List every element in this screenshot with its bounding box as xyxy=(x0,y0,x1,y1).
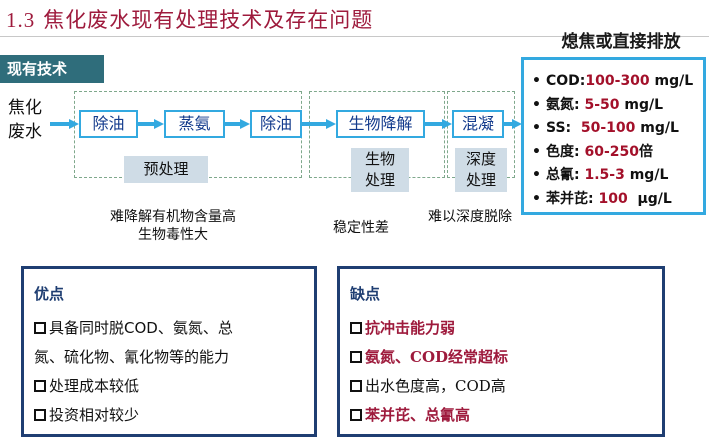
stage-label-line: 生物 xyxy=(364,150,395,168)
discharge-unit: mg/L xyxy=(635,120,679,136)
discharge-label: 色度: xyxy=(546,143,585,160)
list-item-text: 氨氮、COD经常超标 xyxy=(365,348,509,366)
discharge-row-cod: • COD:100-300 mg/L xyxy=(532,70,697,94)
note-deep-treatment: 难以深度脱除 xyxy=(428,209,512,225)
list-item: 具备同时脱COD、氨氮、总 xyxy=(34,314,310,343)
discharge-unit: μg/L xyxy=(627,190,672,207)
checkbox-square-icon xyxy=(350,322,362,334)
discharge-row-cyanide: • 总氰: 1.5-3 mg/L xyxy=(532,164,697,188)
discharge-label: 氨氮: xyxy=(546,96,585,113)
discharge-row-bap: • 苯并芘: 100 μg/L xyxy=(532,188,697,212)
list-item: 抗冲击能力弱 xyxy=(350,314,658,343)
discharge-value: 5-50 xyxy=(584,96,620,113)
bullet-icon: • xyxy=(532,120,541,136)
flow-arrow xyxy=(302,119,336,129)
title-number: 1.3 xyxy=(6,8,36,32)
discharge-label: COD: xyxy=(546,73,586,89)
discharge-label: 苯并芘: xyxy=(546,190,599,207)
flow-arrow xyxy=(504,119,522,129)
stage-label-line: 深度 xyxy=(465,150,496,168)
discharge-unit: mg/L xyxy=(624,167,669,183)
bullet-icon: • xyxy=(532,73,541,89)
flow-arrow xyxy=(138,119,164,129)
checkbox-square-icon xyxy=(350,409,362,421)
flow-arrow xyxy=(425,119,452,129)
disadvantages-title: 缺点 xyxy=(350,285,381,303)
list-item-text: 氮、硫化物、氰化物等的能力 xyxy=(34,348,230,366)
bullet-icon: • xyxy=(532,143,541,160)
note-bio-treatment: 稳定性差 xyxy=(333,220,389,236)
discharge-title: 熄焦或直接排放 xyxy=(561,32,681,52)
discharge-row-chroma: • 色度: 60-250倍 xyxy=(532,141,697,165)
list-item: 投资相对较少 xyxy=(34,401,310,430)
flow-arrow xyxy=(225,119,250,129)
process-step-oil-removal-1: 除油 xyxy=(79,110,138,138)
list-item: 出水色度高，COD高 xyxy=(350,372,658,401)
title-divider xyxy=(0,36,709,37)
note-pretreatment: 难降解有机物含量高 生物毒性大 xyxy=(98,208,248,244)
advantages-panel: 优点 具备同时脱COD、氨氮、总 氮、硫化物、氰化物等的能力 处理成本较低 投资… xyxy=(21,266,317,437)
raw-water-label: 焦化废水 xyxy=(8,98,42,142)
list-item: 处理成本较低 xyxy=(34,372,310,401)
list-item: 氨氮、COD经常超标 xyxy=(350,343,658,372)
process-step-coagulation: 混凝 xyxy=(452,110,504,138)
list-item-text: 苯并芘、总氰高 xyxy=(365,406,471,424)
disadvantages-list: 抗冲击能力弱 氨氮、COD经常超标 出水色度高，COD高 苯并芘、总氰高 xyxy=(350,314,658,430)
note-line: 难降解有机物含量高 xyxy=(110,209,236,225)
stage-label-line: 处理 xyxy=(465,171,496,189)
bullet-icon: • xyxy=(532,190,541,207)
section-label: 现有技术 xyxy=(0,55,104,83)
discharge-value: 50-100 xyxy=(580,120,636,136)
process-step-biodegradation: 生物降解 xyxy=(336,110,425,138)
checkbox-square-icon xyxy=(350,380,362,392)
bullet-icon: • xyxy=(532,96,541,113)
discharge-unit: 倍 xyxy=(639,143,654,160)
discharge-value: 1.5-3 xyxy=(584,167,625,183)
checkbox-square-icon xyxy=(350,351,362,363)
discharge-spec-box: • COD:100-300 mg/L • 氨氮: 5-50 mg/L • SS: 50… xyxy=(521,57,706,215)
list-item-text: 投资相对较少 xyxy=(49,406,140,424)
note-line: 生物毒性大 xyxy=(138,227,208,243)
list-item-text: 抗冲击能力弱 xyxy=(365,319,456,337)
advantages-title: 优点 xyxy=(34,285,65,303)
advantages-list: 具备同时脱COD、氨氮、总 氮、硫化物、氰化物等的能力 处理成本较低 投资相对较… xyxy=(34,314,310,430)
discharge-value: 60-250 xyxy=(584,143,640,160)
list-item-text: 出水色度高，COD高 xyxy=(365,377,506,395)
list-item-text: 具备同时脱COD、氨氮、总 xyxy=(49,319,233,337)
discharge-row-ammonia: • 氨氮: 5-50 mg/L xyxy=(532,94,697,118)
checkbox-square-icon xyxy=(34,409,46,421)
discharge-label: 总氰: xyxy=(546,167,585,183)
checkbox-square-icon xyxy=(34,322,46,334)
discharge-value: 100 xyxy=(598,190,628,207)
bullet-icon: • xyxy=(532,167,541,183)
disadvantages-panel: 缺点 抗冲击能力弱 氨氮、COD经常超标 出水色度高，COD高 苯并芘、总氰高 xyxy=(337,266,665,437)
stage-label-bio-treatment: 生物 处理 xyxy=(351,148,409,192)
checkbox-square-icon xyxy=(34,380,46,392)
title-text: 焦化废水现有处理技术及存在问题 xyxy=(43,8,374,32)
discharge-row-ss: • SS: 50-100 mg/L xyxy=(532,117,697,141)
stage-label-line: 处理 xyxy=(364,171,395,189)
flow-arrow xyxy=(50,119,79,129)
process-step-oil-removal-2: 除油 xyxy=(250,110,302,138)
stage-label-deep-treatment: 深度 处理 xyxy=(455,148,507,192)
page-title: 1.3 焦化废水现有处理技术及存在问题 xyxy=(6,4,373,34)
discharge-unit: mg/L xyxy=(619,96,664,113)
list-item: 氮、硫化物、氰化物等的能力 xyxy=(34,343,310,372)
list-item-text: 处理成本较低 xyxy=(49,377,140,395)
list-item: 苯并芘、总氰高 xyxy=(350,401,658,430)
discharge-value: 100-300 xyxy=(585,73,650,89)
stage-label-pretreatment: 预处理 xyxy=(124,156,208,183)
process-step-ammonia-stripping: 蒸氨 xyxy=(164,110,225,138)
discharge-label: SS: xyxy=(546,120,581,136)
discharge-unit: mg/L xyxy=(649,73,694,89)
